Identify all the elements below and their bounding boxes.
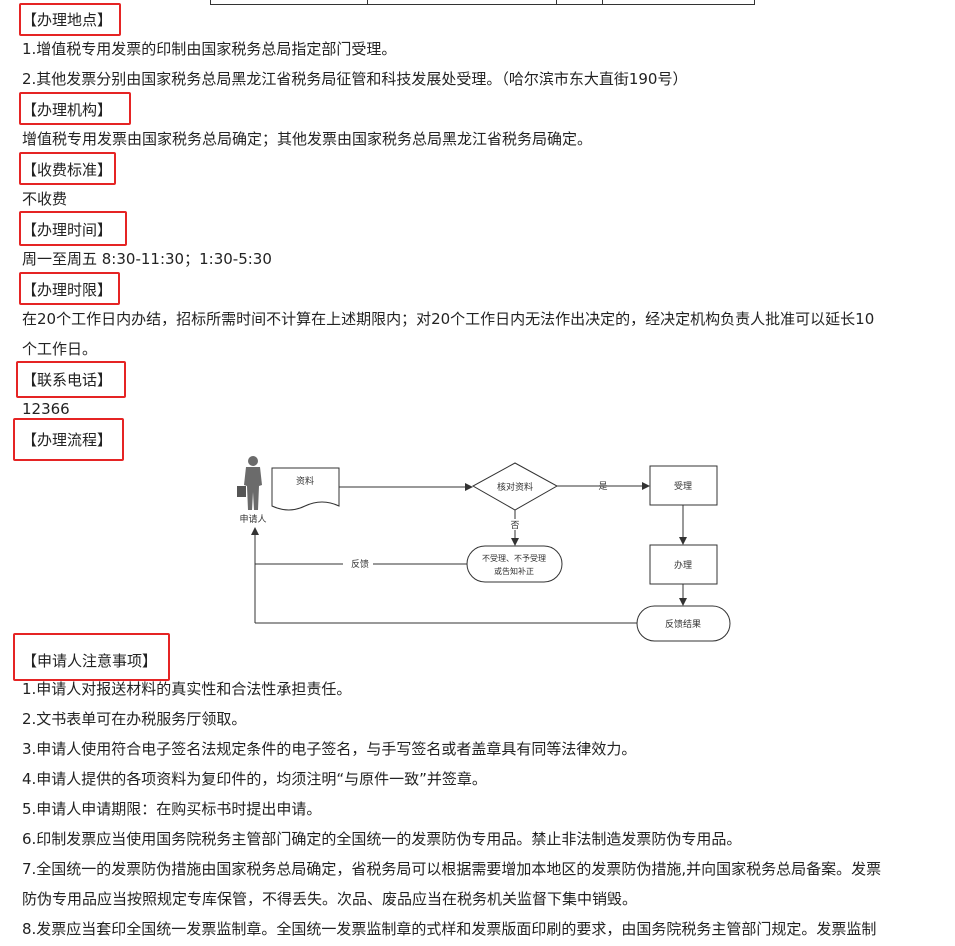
heading-notes: 【申请人注意事项】 [22, 652, 158, 670]
heading-box-location [19, 3, 121, 36]
applicant-figure-icon [237, 456, 262, 510]
heading-agency: 【办理机构】 [22, 101, 113, 119]
heading-box-hours [19, 211, 127, 246]
notes-line-1: 1.申请人对报送材料的真实性和合法性承担责任。 [22, 680, 352, 698]
label-process-step: 办理 [674, 559, 692, 571]
heading-process: 【办理流程】 [22, 431, 113, 449]
process-box [649, 544, 718, 585]
notes-line-3: 3.申请人使用符合电子签名法规定条件的电子签名，与手写签名或者盖章具有同等法律效… [22, 740, 637, 758]
heading-box-phone [16, 361, 126, 398]
label-reject-line-1: 不受理、不予受理 [482, 553, 546, 563]
label-accept: 受理 [674, 480, 692, 492]
heading-fee: 【收费标准】 [22, 161, 113, 179]
label-feedback-result: 反馈结果 [665, 618, 701, 630]
label-review: 核对资料 [497, 481, 533, 493]
heading-box-agency [19, 92, 131, 125]
location-line-2: 2.其他发票分别由国家税务总局黑龙江省税务局征管和科技发展处受理。（哈尔滨市东大… [22, 70, 688, 88]
heading-phone: 【联系电话】 [22, 371, 113, 389]
notes-line-2: 2.文书表单可在办税服务厅领取。 [22, 710, 247, 728]
notes-line-8: 防伪专用品应当按照规定专库保管，不得丢失。次品、废品应当在税务机关监督下集中销毁… [22, 890, 638, 908]
time-limit-line-2: 个工作日。 [22, 340, 98, 358]
label-no: 否 [510, 520, 519, 531]
fee-line-1: 不收费 [22, 190, 68, 208]
notes-line-7: 7.全国统一的发票防伪措施由国家税务总局确定，省税务局可以根据需要增加本地区的发… [22, 860, 882, 878]
heading-hours: 【办理时间】 [22, 221, 113, 239]
table-remnant [210, 0, 755, 5]
time-limit-line-1: 在20个工作日内办结，招标所需时间不计算在上述期限内；对20个工作日内无法作出决… [22, 310, 875, 328]
reject-terminator [466, 545, 563, 583]
heading-box-fee [19, 152, 116, 185]
notes-line-9: 8.发票应当套印全国统一发票监制章。全国统一发票监制章的式样和发票版面印刷的要求… [22, 920, 877, 938]
materials-document-shape [271, 467, 340, 511]
location-line-1: 1.增值税专用发票的印制由国家税务总局指定部门受理。 [22, 40, 397, 58]
heading-box-time-limit [19, 272, 120, 305]
heading-time-limit: 【办理时限】 [22, 281, 113, 299]
notes-line-6: 6.印制发票应当使用国务院税务主管部门确定的全国统一的发票防伪专用品。禁止非法制… [22, 830, 742, 848]
agency-line-1: 增值税专用发票由国家税务总局确定；其他发票由国家税务总局黑龙江省税务局确定。 [22, 130, 593, 148]
heading-box-process [13, 418, 124, 461]
hours-line-1: 周一至周五 8:30-11:30；1:30-5:30 [22, 250, 272, 268]
label-materials: 资料 [296, 475, 314, 487]
label-reject-line-2: 或告知补正 [494, 566, 534, 576]
label-feedback: 反馈 [351, 558, 369, 570]
notes-line-4: 4.申请人提供的各项资料为复印件的，均须注明“与原件一致”并签章。 [22, 770, 487, 788]
phone-line-1: 12366 [22, 400, 70, 418]
label-yes: 是 [598, 481, 607, 492]
heading-location: 【办理地点】 [22, 11, 113, 29]
heading-box-notes [13, 633, 170, 681]
notes-line-5: 5.申请人申请期限：在购买标书时提出申请。 [22, 800, 322, 818]
label-applicant: 申请人 [239, 513, 266, 525]
